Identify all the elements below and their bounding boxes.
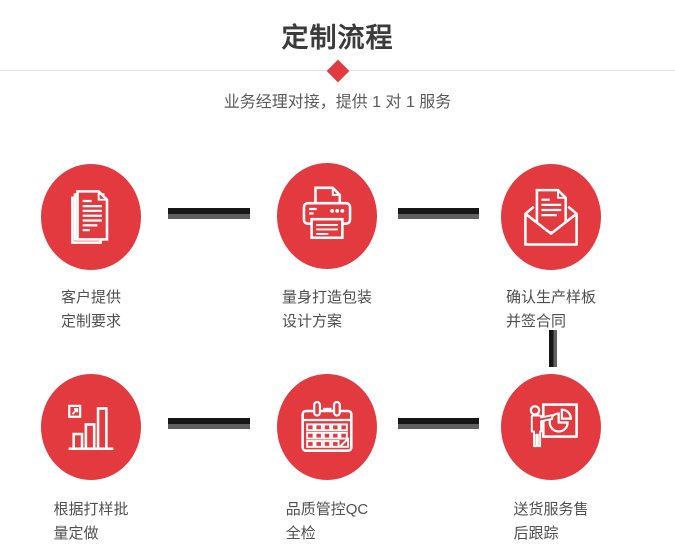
step-label-4-line1: 根据打样批 [53, 501, 129, 518]
bar-chart-icon [68, 404, 114, 451]
connector-step2-step3 [398, 208, 479, 219]
step-label-3-line1: 确认生产样板 [505, 289, 597, 306]
step-label-6: 送货服务售 后跟踪 [513, 498, 588, 546]
step-circle-3 [501, 164, 601, 270]
step-label-2-line2: 设计方案 [281, 313, 343, 330]
connector-step4-step5 [168, 418, 250, 429]
documents-icon [71, 190, 109, 244]
connector-step5-step6 [398, 418, 479, 429]
presentation-icon [529, 403, 578, 448]
step-label-1-line1: 客户提供 [60, 289, 122, 306]
printer-icon [302, 186, 352, 240]
step-label-5-line1: 品质管控QC [285, 501, 369, 518]
diamond-icon [326, 59, 349, 83]
step-circle-4 [41, 374, 141, 480]
step-circle-6 [501, 374, 601, 480]
step-circle-5 [277, 374, 377, 480]
step-label-4: 根据打样批 量定做 [53, 498, 128, 546]
step-label-3-line2: 并签合同 [505, 313, 567, 330]
step-label-5-line2: 全检 [285, 525, 316, 542]
step-label-4-line2: 量定做 [53, 525, 99, 542]
step-label-6-line2: 后跟踪 [513, 525, 559, 542]
connector-step3-step6 [549, 330, 557, 367]
section-subtitle: 业务经理对接，提供 1 对 1 服务 [223, 94, 452, 111]
calendar-icon [301, 400, 353, 452]
step-circle-1 [41, 164, 141, 270]
step-label-3: 确认生产样板 并签合同 [506, 286, 596, 334]
step-label-2: 量身打造包装 设计方案 [282, 286, 372, 334]
step-label-5: 品质管控QC 全检 [286, 498, 369, 546]
step-label-1-line2: 定制要求 [60, 313, 122, 330]
step-label-1: 客户提供 定制要求 [61, 286, 121, 334]
page-title: 定制流程 [281, 23, 394, 53]
envelope-icon [524, 188, 578, 246]
step-label-2-line1: 量身打造包装 [281, 289, 373, 306]
step-circle-2 [277, 163, 377, 269]
connector-step1-step2 [168, 208, 250, 219]
step-label-6-line1: 送货服务售 [513, 501, 589, 518]
